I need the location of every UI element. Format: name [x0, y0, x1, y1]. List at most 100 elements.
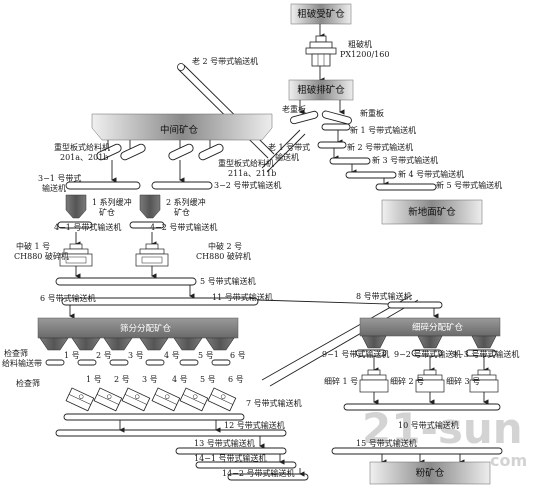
surge-bin-2-label-1: 2 系列缓冲	[166, 197, 206, 207]
intermediate-bin-label: 中间矿仓	[160, 124, 199, 136]
conveyor-4-1-label: 4−1 号带式输送机	[54, 222, 121, 232]
conveyor-13: 13 号带式输送机	[175, 438, 287, 455]
coarse-crusher-label: 粗破机	[348, 39, 372, 49]
conveyor-old1: 老 1 号带式 输送机	[261, 129, 310, 173]
powder-bin-label: 粉矿仓	[416, 467, 445, 479]
conveyor-14-1: 14−1 号带式输送机	[194, 453, 297, 469]
old-heavy-plate-feeder	[290, 110, 319, 125]
coarse-receiving-label: 粗破受矿仓	[297, 8, 345, 20]
svg-text:4 号: 4 号	[164, 351, 180, 360]
svg-text:6 号: 6 号	[230, 351, 246, 360]
feeder-211-label-2: 211a、211b	[228, 169, 276, 178]
svg-text:5 号: 5 号	[200, 375, 216, 384]
conveyor-6: 6 号带式输送机	[40, 293, 259, 306]
intermediate-feeders: 重型板式给料机 201a、201b 重型板式给料机 211a、211b	[54, 140, 276, 178]
screen-distribution-bin: 筛分分配矿仓	[37, 317, 239, 339]
conveyor-new3-label: 新 3 号带式输送机	[372, 155, 438, 165]
conveyor-11-label: 11 号带式输送机	[212, 292, 273, 302]
coarse-crusher: 粗破机 PX1200/160	[305, 35, 389, 67]
new-ground-bin-label: 新地面矿仓	[408, 206, 456, 218]
mid-crusher-2: 中破 2 号 CH880 破碎机	[135, 241, 251, 267]
conveyor-15-label: 15 号带式输送机	[356, 438, 417, 448]
svg-text:1 号: 1 号	[86, 375, 102, 384]
watermark-sub: com	[490, 451, 527, 470]
svg-text:4 号: 4 号	[172, 375, 188, 384]
screen-feed-belts	[45, 359, 231, 366]
conveyor-3-1-label-2: 输送机	[42, 183, 66, 193]
conveyor-4-2: 4−2 号带式输送机	[129, 221, 217, 232]
surge-bin-1-label-1: 1 系列缓冲	[92, 197, 132, 207]
surge-bin-2: 2 系列缓冲 矿仓	[139, 194, 206, 219]
conveyor-3-2-label: 3−2 号带式输送机	[214, 180, 281, 190]
inspection-screen-label: 检查筛	[16, 378, 40, 388]
powder-bin: 粉矿仓	[369, 461, 491, 485]
mid-crusher-2-label-2: CH880 破碎机	[196, 251, 251, 261]
conveyor-12-label: 12 号带式输送机	[224, 420, 285, 430]
inspection-label-2: 给料输送带	[2, 358, 42, 368]
watermark-text: 21-sun	[362, 404, 523, 453]
conveyor-5-label: 5 号带式输送机	[200, 276, 256, 286]
svg-text:2 号: 2 号	[96, 351, 112, 360]
coarse-discharge-bin: 粗破排矿仓	[288, 79, 354, 101]
conveyor-14-2-label: 14−2 号带式输送机	[222, 468, 295, 478]
new-heavy-plate-label: 新重板	[360, 108, 384, 118]
new-ground-bin: 新地面矿仓	[381, 199, 483, 225]
conveyor-7-label: 7 号带式输送机	[246, 398, 302, 408]
conveyor-old2-label: 老 2 号带式输送机	[192, 56, 258, 66]
svg-text:3 号: 3 号	[142, 375, 158, 384]
conveyor-3-2: 3−2 号带式输送机	[151, 180, 281, 190]
feeder-201-label-1: 重型板式给料机	[54, 142, 110, 152]
conveyor-4-2-label: 4−2 号带式输送机	[150, 222, 217, 232]
coarse-discharge-label: 粗破排矿仓	[297, 84, 345, 96]
old-heavy-plate-label: 老重板	[282, 104, 306, 114]
mid-crusher-2-label-1: 中破 2 号	[208, 241, 242, 251]
conveyor-new5-label: 新 5 号带式输送机	[436, 180, 502, 190]
conveyor-old1-label-1: 老 1 号带式	[268, 142, 310, 152]
vibrating-screens	[65, 387, 237, 412]
conveyor-3-1-label-1: 3−1 号带式	[38, 173, 81, 183]
svg-text:5 号: 5 号	[198, 351, 214, 360]
surge-bin-2-label-2: 矿仓	[174, 207, 190, 217]
conveyor-5: 5 号带式输送机	[55, 276, 256, 286]
conveyor-new1-label: 新 1 号带式输送机	[350, 125, 416, 135]
conveyor-old2: 老 2 号带式输送机	[177, 56, 275, 159]
conveyor-14-1-label: 14−1 号带式输送机	[194, 453, 267, 463]
conveyor-new2-label: 新 2 号带式输送机	[347, 142, 413, 152]
conveyor-9-1-label: 9−1 号带式输送机	[322, 349, 389, 359]
fine-crusher-1-label: 细碎 1 号	[324, 376, 358, 386]
mid-crusher-1: 中破 1 号 CH880 破碎机	[14, 241, 93, 267]
conveyor-11: 11 号带式输送机	[212, 292, 273, 302]
watermark: 21-sun com	[362, 404, 527, 470]
screen-bin-hoppers	[39, 337, 235, 351]
conveyor-8: 8 号带式输送机	[356, 291, 443, 309]
conveyor-10: 10 号带式输送机	[343, 403, 501, 430]
conveyor-15: 15 号带式输送机	[331, 438, 503, 455]
fine-crusher-2-label: 细碎 2 号	[390, 376, 424, 386]
feeder-211-label-1: 重型板式给料机	[218, 158, 274, 168]
conveyors-9: 9−1 号带式输送机 9−2 号带式输送机 9−3 号带式输送机	[322, 349, 519, 359]
svg-text:3 号: 3 号	[128, 351, 144, 360]
conveyor-8-label: 8 号带式输送机	[356, 291, 412, 301]
inspection-label-1: 检查筛	[4, 348, 28, 358]
conveyor-4-1: 4−1 号带式输送机	[54, 221, 121, 232]
conveyor-10-label: 10 号带式输送机	[398, 420, 459, 430]
coarse-crusher-model: PX1200/160	[340, 50, 389, 59]
intermediate-bin: 中间矿仓	[91, 113, 273, 141]
conveyor-9-2-label: 9−2 号带式输送机	[394, 349, 461, 359]
fine-distribution-label: 细碎分配矿仓	[412, 322, 464, 333]
screen-feed-labels: 1 号 2 号 3 号 4 号 5 号 6 号	[64, 351, 246, 360]
svg-text:2 号: 2 号	[114, 375, 130, 384]
coarse-receiving-bin: 粗破受矿仓	[290, 3, 352, 25]
conveyor-14-2: 14−2 号带式输送机	[222, 468, 309, 481]
conveyor-7: 7 号带式输送机	[63, 398, 302, 421]
screen-labels: 1 号 2 号 3 号 4 号 5 号 6 号	[86, 375, 244, 384]
new-heavy-plate-feeder	[321, 110, 352, 125]
svg-text:1 号: 1 号	[64, 351, 80, 360]
conveyor-new4-label: 新 4 号带式输送机	[398, 169, 464, 179]
conveyor-12: 12 号带式输送机	[55, 420, 287, 437]
screen-distribution-label: 筛分分配矿仓	[120, 323, 172, 334]
conveyor-3-1: 3−1 号带式 输送机	[38, 173, 141, 193]
surge-bin-1-label-2: 矿仓	[99, 207, 115, 217]
fine-crushers: 细碎 1 号 细碎 2 号 细碎 3 号	[324, 369, 499, 393]
